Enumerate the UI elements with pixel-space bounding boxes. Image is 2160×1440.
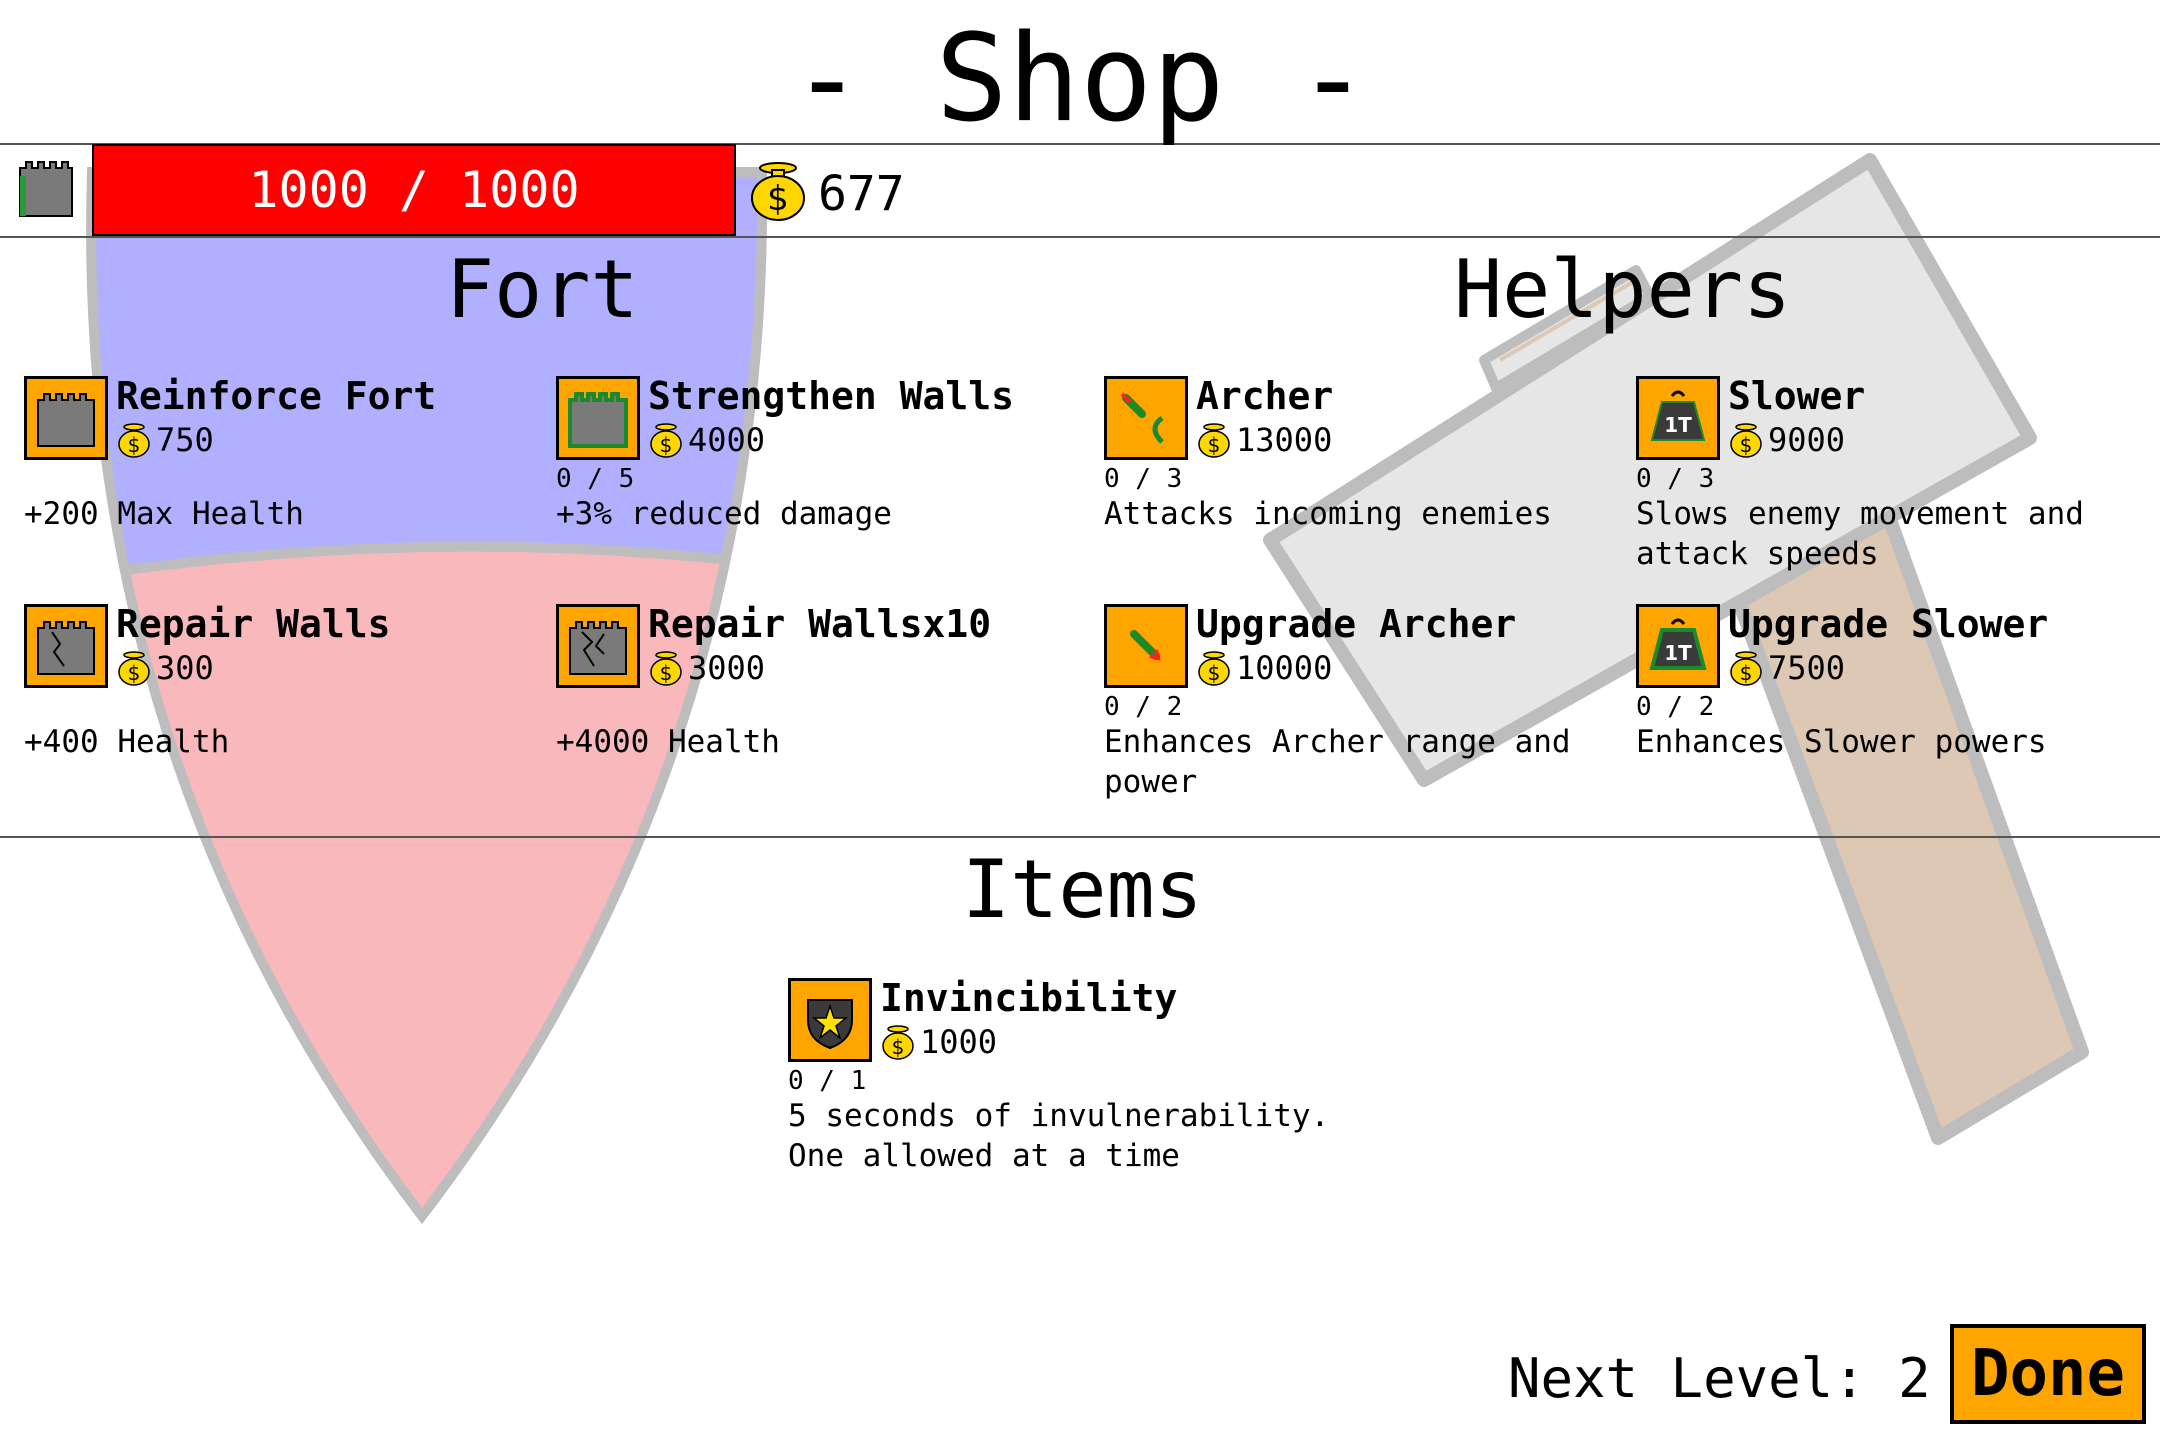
svg-text:1T: 1T bbox=[1664, 413, 1692, 437]
divider-items bbox=[0, 836, 2160, 838]
item-description: +200 Max Health bbox=[24, 496, 304, 532]
item-cost: 9000 bbox=[1768, 421, 1846, 459]
svg-text:$: $ bbox=[1208, 433, 1221, 457]
done-button[interactable]: Done bbox=[1950, 1324, 2146, 1424]
fort-icon bbox=[19, 161, 73, 217]
item-name: Repair Wallsx10 bbox=[648, 602, 992, 646]
item-cost: 750 bbox=[156, 421, 214, 459]
item-name: Upgrade Archer bbox=[1196, 602, 1517, 646]
item-name: Upgrade Slower bbox=[1728, 602, 2049, 646]
item-description: 5 seconds of invulnerability. One allowe… bbox=[788, 1098, 1330, 1174]
item-cost: 3000 bbox=[688, 649, 766, 687]
divider-status bbox=[0, 236, 2160, 238]
item-description: +400 Health bbox=[24, 724, 230, 760]
item-cost: 7500 bbox=[1768, 649, 1846, 687]
coin-icon: $ bbox=[650, 651, 682, 686]
item-cost: 4000 bbox=[688, 421, 766, 459]
item-cost: 300 bbox=[156, 649, 214, 687]
item-count: 0 / 2 bbox=[1636, 692, 1715, 722]
arrow-upgrade-icon bbox=[1104, 604, 1188, 688]
item-count: 0 / 3 bbox=[1104, 464, 1183, 494]
cracked-wall-icon bbox=[556, 604, 640, 688]
fort-section-title: Fort bbox=[446, 243, 639, 336]
coin-icon: $ bbox=[650, 423, 682, 458]
coin-count: 677 bbox=[818, 166, 905, 222]
item-description: Slows enemy movement and attack speeds bbox=[1636, 496, 2084, 572]
item-description: Enhances Archer range and power bbox=[1104, 724, 1571, 800]
item-count: 0 / 1 bbox=[788, 1066, 867, 1096]
coin-icon: $ bbox=[118, 651, 150, 686]
coin-icon: $ bbox=[1198, 423, 1230, 458]
fort-health-bar: 1000 / 1000 bbox=[92, 144, 736, 236]
helpers-section-title: Helpers bbox=[1454, 243, 1792, 336]
archer-icon bbox=[1104, 376, 1188, 460]
item-name: Archer bbox=[1196, 374, 1334, 418]
item-description: +3% reduced damage bbox=[556, 496, 892, 532]
item-count: 0 / 3 bbox=[1636, 464, 1715, 494]
svg-text:$: $ bbox=[892, 1035, 905, 1059]
fort-wall-icon bbox=[24, 376, 108, 460]
item-name: Repair Walls bbox=[116, 602, 391, 646]
shield-shape bbox=[86, 167, 768, 1225]
wall-icon bbox=[556, 376, 640, 460]
item-name: Invincibility bbox=[880, 976, 1178, 1020]
item-cost: 13000 bbox=[1236, 421, 1333, 459]
item-count: 0 / 5 bbox=[556, 464, 635, 494]
coin-icon: $ bbox=[1730, 651, 1762, 686]
item-description: Enhances Slower powers bbox=[1636, 724, 2047, 760]
coin-icon: $ bbox=[118, 423, 150, 458]
svg-text:$: $ bbox=[767, 179, 789, 219]
item-description: +4000 Health bbox=[556, 724, 780, 760]
page-title: - Shop - bbox=[791, 10, 1369, 149]
svg-text:$: $ bbox=[1740, 661, 1753, 685]
item-name: Strengthen Walls bbox=[648, 374, 1015, 418]
divider-top bbox=[0, 143, 2160, 145]
shield-star-icon bbox=[788, 978, 872, 1062]
item-cost: 10000 bbox=[1236, 649, 1333, 687]
svg-text:$: $ bbox=[660, 433, 673, 457]
svg-text:$: $ bbox=[128, 661, 141, 685]
svg-text:$: $ bbox=[128, 433, 141, 457]
coin-icon: $ bbox=[882, 1025, 914, 1060]
svg-text:$: $ bbox=[660, 661, 673, 685]
svg-text:$: $ bbox=[1740, 433, 1753, 457]
item-count: 0 / 2 bbox=[1104, 692, 1183, 722]
item-cost: 1000 bbox=[920, 1023, 998, 1061]
coin-icon: $ bbox=[1730, 423, 1762, 458]
coin-bag-icon: $ bbox=[751, 162, 805, 221]
svg-text:$: $ bbox=[1208, 661, 1221, 685]
item-name: Slower bbox=[1728, 374, 1866, 418]
item-name: Reinforce Fort bbox=[116, 374, 437, 418]
cracked-wall-icon bbox=[24, 604, 108, 688]
next-level-label: Next Level: 2 bbox=[1508, 1347, 1931, 1410]
svg-text:1T: 1T bbox=[1664, 641, 1692, 665]
coin-icon: $ bbox=[1198, 651, 1230, 686]
hammer-shape bbox=[1263, 153, 2089, 1145]
items-section-title: Items bbox=[962, 843, 1203, 936]
item-description: Attacks incoming enemies bbox=[1104, 496, 1552, 532]
weight-upgrade-icon: 1T bbox=[1636, 604, 1720, 688]
weight-icon: 1T bbox=[1636, 376, 1720, 460]
